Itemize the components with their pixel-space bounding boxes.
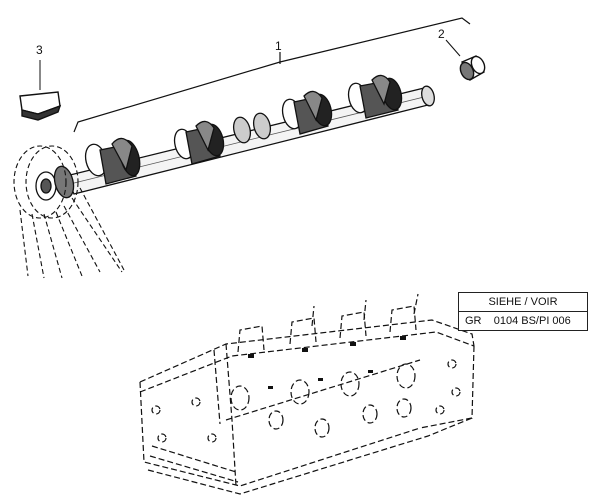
- part-1-bracket: [73, 17, 471, 133]
- callout-1: 1: [275, 39, 282, 53]
- callout-2: 2: [438, 27, 445, 41]
- callout-2-leader: [445, 39, 461, 57]
- camshaft: [65, 74, 435, 195]
- cylinder-head-dashed: [139, 293, 475, 495]
- cam-lobe-group-4: [347, 74, 403, 119]
- cam-lobe-group-1: [84, 137, 141, 185]
- plug-cap-part-2: [459, 55, 486, 81]
- woodruff-key-part-3: [19, 91, 62, 121]
- cam-lobe-group-3: [281, 90, 333, 135]
- reference-box-header: SIEHE / VOIR: [459, 293, 587, 312]
- reference-box-code: GR 0104 BS/PI 006: [465, 315, 571, 327]
- camshaft-front-end: [35, 165, 75, 201]
- callout-3: 3: [36, 43, 43, 57]
- cam-lobe-group-2: [173, 120, 225, 165]
- reference-box: SIEHE / VOIR GR 0104 BS/PI 006: [458, 292, 588, 331]
- timing-gear-outline-dashed: [13, 145, 125, 279]
- bearing-cap-details: [248, 336, 406, 389]
